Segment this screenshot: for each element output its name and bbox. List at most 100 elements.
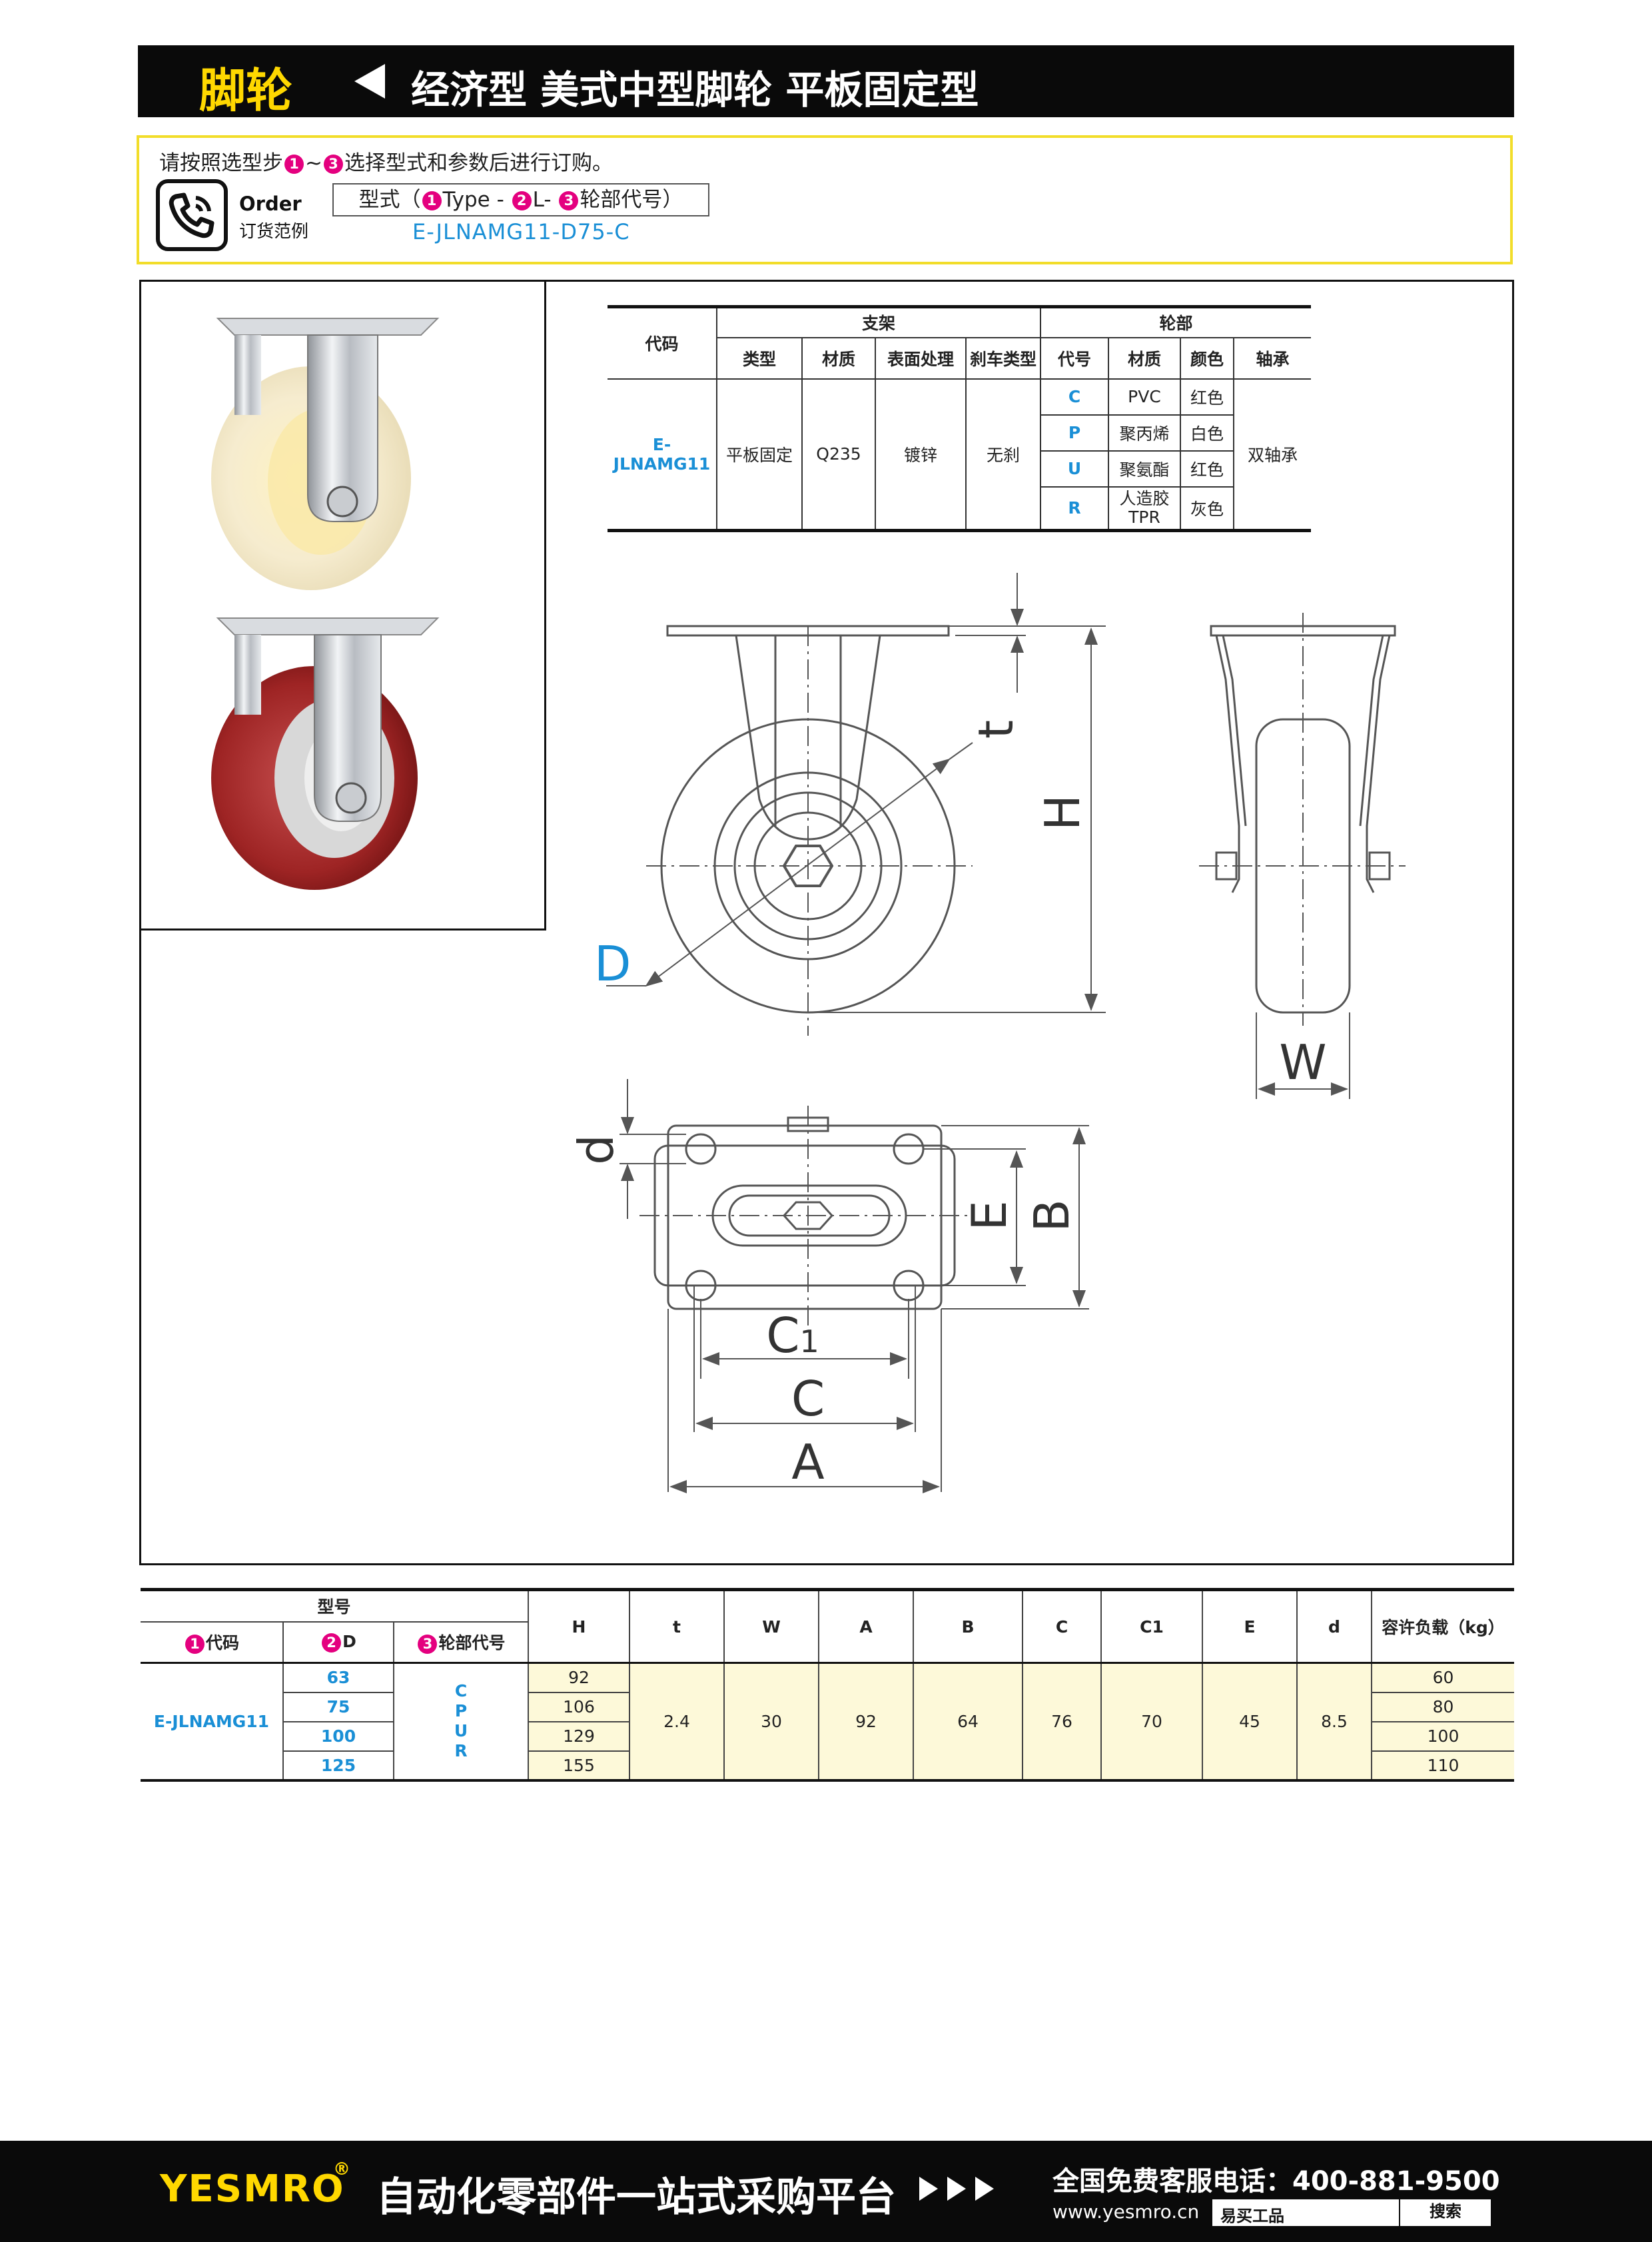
dim-label-a: A bbox=[791, 1434, 824, 1490]
search-input[interactable]: 易买工品 bbox=[1212, 2199, 1399, 2226]
brand-logo: YESMRO bbox=[160, 2167, 345, 2211]
left-arrow-icon bbox=[354, 64, 385, 99]
dim-label-d-diameter: D bbox=[594, 936, 631, 992]
wheel-material: PVC bbox=[1108, 378, 1181, 416]
spec-code: E-JLNAMG11 bbox=[608, 378, 717, 532]
th-wheel-code: 代号 bbox=[1040, 337, 1109, 380]
play-arrow-icon bbox=[947, 2177, 966, 2201]
wheel-code: U bbox=[1040, 450, 1109, 488]
phone-icon bbox=[156, 179, 228, 251]
dim-c1: 70 bbox=[1101, 1663, 1203, 1782]
wheel-code: R bbox=[1040, 486, 1109, 532]
dim-t: 2.4 bbox=[629, 1663, 725, 1782]
th-bracket: 支架 bbox=[717, 305, 1041, 338]
play-arrow-icon bbox=[919, 2177, 938, 2201]
dim-label-t: t bbox=[968, 720, 1024, 739]
dim-label-b: B bbox=[1024, 1199, 1080, 1232]
wheel-code: C bbox=[1040, 378, 1109, 416]
wheel-color: 红色 bbox=[1180, 378, 1234, 416]
th-wheel: 轮部 bbox=[1040, 305, 1311, 338]
dim-e: 45 bbox=[1202, 1663, 1298, 1782]
th-h: H bbox=[528, 1588, 630, 1664]
th-wheel-material: 材质 bbox=[1108, 337, 1181, 380]
spec-table: 代码 支架 轮部 类型 材质 表面处理 刹车类型 代号 材质 颜色 轴承 E-J… bbox=[608, 305, 1311, 532]
dim-b: 64 bbox=[913, 1663, 1023, 1782]
wheel-color: 白色 bbox=[1180, 414, 1234, 452]
page-title: 经济型 美式中型脚轮 平板固定型 bbox=[411, 67, 979, 113]
th-e: E bbox=[1202, 1588, 1298, 1664]
th-w: W bbox=[724, 1588, 819, 1664]
spec-material: Q235 bbox=[802, 378, 876, 532]
th-c1: C1 bbox=[1101, 1588, 1203, 1664]
order-label-cn: 订货范例 bbox=[239, 222, 309, 242]
dim-hole-d: 8.5 bbox=[1297, 1663, 1372, 1782]
dim-a: 92 bbox=[819, 1663, 914, 1782]
dim-load: 60 bbox=[1372, 1663, 1514, 1693]
th-model: 型号 bbox=[141, 1588, 529, 1623]
dim-load: 80 bbox=[1372, 1692, 1514, 1722]
th-code: 代码 bbox=[608, 305, 717, 380]
wheel-material: 聚丙烯 bbox=[1108, 414, 1181, 452]
th-a: A bbox=[819, 1588, 914, 1664]
dim-label-h: H bbox=[1034, 795, 1090, 831]
dim-d: 75 bbox=[283, 1692, 394, 1722]
step-3-badge: 3 bbox=[323, 155, 343, 174]
wheel-color: 灰色 bbox=[1180, 486, 1234, 532]
spec-brake: 无刹 bbox=[966, 378, 1041, 532]
th-type: 类型 bbox=[717, 337, 803, 380]
product-photo-box bbox=[139, 280, 546, 931]
category-title: 脚轮 bbox=[199, 63, 292, 118]
search-query: 易买工品 bbox=[1220, 2207, 1284, 2225]
spec-bearing: 双轴承 bbox=[1234, 378, 1311, 532]
website-link[interactable]: www.yesmro.cn bbox=[1052, 2201, 1200, 2223]
dim-c: 76 bbox=[1023, 1663, 1102, 1782]
caster-photo-illustration bbox=[211, 318, 440, 890]
dim-load: 100 bbox=[1372, 1721, 1514, 1752]
order-label-en: Order bbox=[239, 192, 302, 215]
order-example: E-JLNAMG11-D75-C bbox=[412, 219, 630, 244]
wheel-code: P bbox=[1040, 414, 1109, 452]
dim-label-e: E bbox=[961, 1200, 1017, 1231]
dim-h: 106 bbox=[528, 1692, 630, 1722]
dim-h: 92 bbox=[528, 1663, 630, 1693]
th-load: 容许负载（kg） bbox=[1372, 1588, 1514, 1664]
dim-d: 125 bbox=[283, 1750, 394, 1782]
footer-slogan: 自动化零部件一站式采购平台 bbox=[376, 2174, 896, 2221]
th-surface: 表面处理 bbox=[875, 337, 967, 380]
th-c: C bbox=[1023, 1588, 1102, 1664]
registered-mark: ® bbox=[333, 2159, 350, 2179]
dim-label-w: W bbox=[1279, 1034, 1326, 1090]
th-bearing: 轴承 bbox=[1234, 337, 1311, 380]
th-b: B bbox=[913, 1588, 1023, 1664]
dim-h: 155 bbox=[528, 1750, 630, 1782]
spec-surface: 镀锌 bbox=[875, 378, 967, 532]
dim-w: 30 bbox=[724, 1663, 819, 1782]
th-brake: 刹车类型 bbox=[966, 337, 1041, 380]
dim-d: 100 bbox=[283, 1721, 394, 1752]
wheel-color: 红色 bbox=[1180, 450, 1234, 488]
th-material: 材质 bbox=[802, 337, 876, 380]
search-button[interactable]: 搜索 bbox=[1399, 2199, 1491, 2226]
dim-d: 63 bbox=[283, 1663, 394, 1693]
spec-type: 平板固定 bbox=[717, 378, 803, 532]
dim-h: 129 bbox=[528, 1721, 630, 1752]
step-1-badge: 1 bbox=[284, 155, 304, 174]
dim-code: E-JLNAMG11 bbox=[141, 1663, 284, 1782]
dim-label-d-hole: d bbox=[568, 1134, 624, 1165]
dim-label-c: C bbox=[791, 1371, 825, 1427]
page-footer: YESMRO ® 自动化零部件一站式采购平台 全国免费客服电话：400-881-… bbox=[0, 2141, 1652, 2242]
play-arrow-icon bbox=[975, 2177, 994, 2201]
technical-drawing: t H D W d E B C1 C A bbox=[568, 573, 1406, 1493]
dim-load: 110 bbox=[1372, 1750, 1514, 1782]
dim-label-c1: C1 bbox=[766, 1308, 819, 1363]
th-t: t bbox=[629, 1588, 725, 1664]
